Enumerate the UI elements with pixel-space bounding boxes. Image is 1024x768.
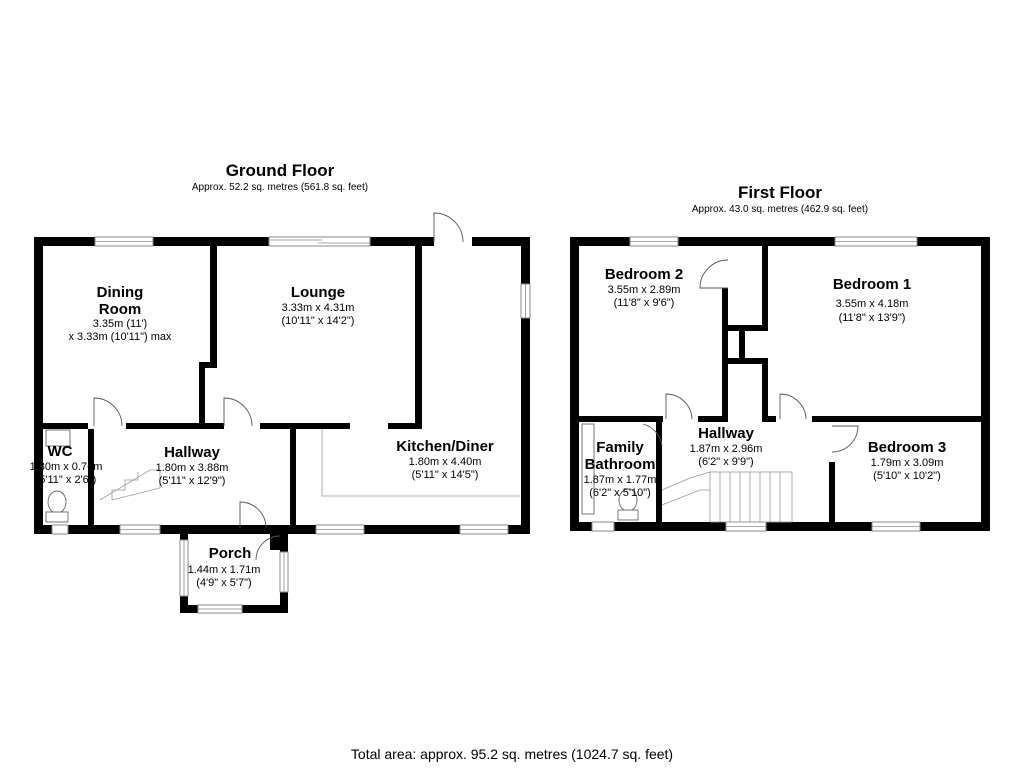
wall (290, 429, 296, 525)
wall (722, 325, 768, 331)
wall (199, 362, 205, 424)
wall (570, 522, 990, 531)
hallway-dim2: (5'11" x 12'9") (159, 475, 226, 487)
dining-room-dim2: x 3.33m (10'11") max (68, 331, 172, 343)
wall (570, 237, 990, 246)
wc-dim2: (5'11" x 2'6") (36, 474, 97, 486)
ff-hallway-dim1: 1.87m x 2.96m (690, 443, 763, 455)
bedroom1-name: Bedroom 1 (833, 276, 911, 293)
wall (762, 416, 776, 422)
ground-floor-title: Ground Floor (225, 161, 335, 180)
first-floor-title: First Floor (737, 183, 823, 202)
wall (739, 331, 745, 361)
bedroom3-name: Bedroom 3 (868, 439, 946, 456)
total-area: Total area: approx. 95.2 sq. metres (102… (350, 746, 674, 762)
bedroom3-dim1: 1.79m x 3.09m (871, 457, 944, 469)
bedroom3-dim2: (5'10" x 10'2") (873, 470, 941, 482)
wall (829, 462, 835, 522)
ground-floor-plan: Dining Room 3.35m (11') x 3.33m (10'11")… (30, 212, 531, 614)
wall (812, 416, 990, 422)
wall (521, 237, 530, 534)
lounge-name: Lounge (291, 284, 345, 301)
dining-room-name: Dining (97, 284, 144, 301)
wall (199, 362, 217, 368)
wall (415, 246, 422, 424)
sliding-door (268, 236, 371, 247)
front-kitchen-door (433, 212, 464, 243)
wall (34, 525, 530, 534)
wall (370, 237, 434, 246)
hallway-door (223, 397, 253, 427)
wall (762, 358, 768, 422)
lounge-dim2: (10'11" x 14'2") (282, 315, 355, 327)
bathroom-door (665, 393, 693, 420)
bedroom1-dim1: 3.55m x 4.18m (836, 298, 909, 310)
porch-inner-door (239, 501, 267, 529)
first-floor-plan: Bedroom 2 3.55m x 2.89m (11'8" x 9'6") B… (570, 236, 990, 532)
bedroom2-dim2: (11'8" x 9'6") (614, 297, 675, 309)
kitchen-diner-dim1: 1.80m x 4.40m (409, 456, 482, 468)
wc-name: WC (48, 443, 73, 460)
wall (260, 423, 350, 429)
wall (762, 246, 768, 331)
wall (210, 246, 217, 364)
wc-cistern (45, 511, 69, 523)
kitchen-diner-name: Kitchen/Diner (396, 438, 494, 455)
wall (579, 416, 663, 422)
window (591, 521, 615, 532)
wall (43, 423, 88, 429)
lounge-dim1: 3.33m x 4.31m (282, 302, 355, 314)
wall (472, 237, 530, 246)
bath (581, 423, 595, 515)
wall (656, 422, 662, 522)
hallway-name: Hallway (164, 444, 221, 461)
bedroom2-door (699, 259, 729, 289)
wall (126, 423, 224, 429)
ff-hallway-dim2: (6'2" x 9'9") (698, 456, 753, 468)
wall (570, 237, 579, 531)
bedroom3-door (831, 425, 859, 453)
wall (981, 237, 990, 531)
family-bathroom-dim2: (6'2" x 5'10") (589, 487, 651, 499)
wc-toilet (47, 490, 67, 514)
dining-room-name-2: Room (99, 301, 142, 318)
porch-door (255, 535, 281, 561)
family-bathroom-dim1: 1.87m x 1.77m (584, 474, 657, 486)
bedroom2-dim1: 3.55m x 2.89m (608, 284, 681, 296)
wall (722, 288, 728, 422)
ground-floor-area: Approx. 52.2 sq. metres (561.8 sq. feet) (191, 182, 369, 193)
wall (88, 429, 94, 525)
wc-dim1: 1.80m x 0.76m (30, 461, 103, 473)
bedroom1-door (779, 393, 807, 420)
wall (722, 358, 768, 364)
cistern (617, 509, 639, 521)
bedroom2-name: Bedroom 2 (605, 266, 683, 283)
family-bathroom-name: Family (596, 439, 644, 456)
kitchen-diner-dim2: (5'11" x 14'5") (412, 469, 479, 481)
stairs (709, 471, 793, 523)
porch-dim2: (4'9" x 5'7") (196, 577, 251, 589)
porch-name: Porch (209, 545, 252, 562)
dining-room-dim1: 3.35m (11') (93, 318, 147, 330)
wall (270, 534, 288, 550)
wc-door (93, 397, 123, 427)
hallway-dim1: 1.80m x 3.88m (156, 462, 229, 474)
bathroom-inner-door (642, 423, 663, 447)
bedroom1-dim2: (11'8" x 13'9") (839, 312, 906, 324)
wall (34, 237, 43, 534)
wall (698, 416, 728, 422)
window (51, 524, 69, 535)
kitchen-counter (321, 428, 520, 497)
first-floor-area: Approx. 43.0 sq. metres (462.9 sq. feet) (691, 204, 869, 215)
ff-hallway-name: Hallway (698, 425, 755, 442)
wc-basin (45, 429, 71, 447)
family-bathroom-name-2: Bathroom (585, 456, 656, 473)
porch-dim1: 1.44m x 1.71m (188, 564, 261, 576)
wall (388, 423, 422, 429)
